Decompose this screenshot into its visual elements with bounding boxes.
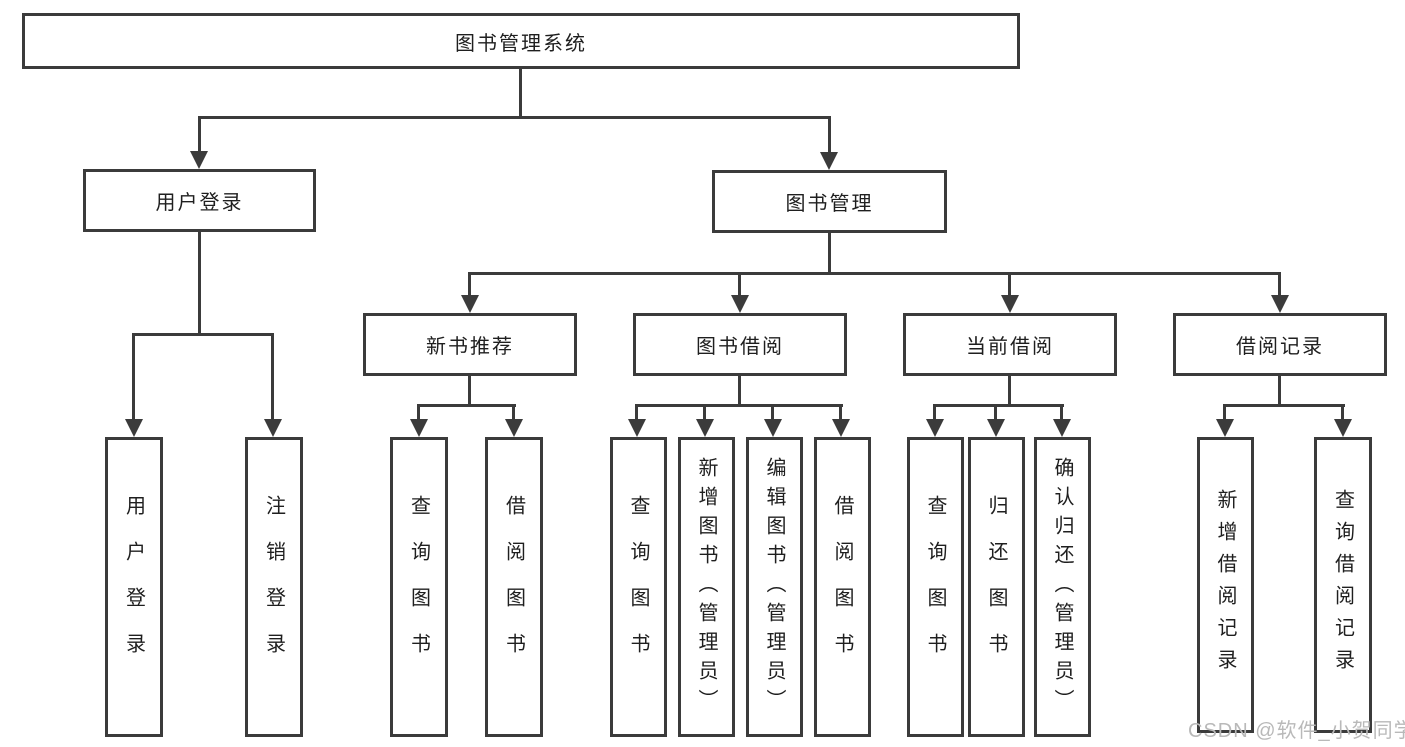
node-label: 当前借阅 [966, 336, 1054, 358]
connector-line [468, 272, 1281, 275]
connector-line [771, 404, 774, 421]
csdn-watermark: CSDN @软件_小贺同学 [1188, 720, 1405, 742]
connector-line [198, 232, 201, 335]
arrow-down-icon [125, 419, 143, 437]
node-leaf-logout: 注销登录 [245, 437, 303, 737]
connector-line [468, 376, 471, 406]
node-leaf-borrow-edit-admin: 编辑图书（管理员） [746, 437, 803, 737]
node-label: 注销登录 [262, 495, 285, 679]
node-current-borrow: 当前借阅 [903, 313, 1117, 376]
node-label: 图书管理 [785, 193, 874, 215]
connector-line [828, 233, 831, 274]
node-leaf-current-confirm-admin: 确认归还（管理员） [1034, 437, 1091, 737]
connector-line [1008, 376, 1011, 406]
arrow-down-icon [1271, 295, 1289, 313]
node-book-management: 图书管理 [712, 170, 947, 233]
arrow-down-icon [628, 419, 646, 437]
arrow-down-icon [987, 419, 1005, 437]
node-label: 借阅图书 [831, 495, 853, 679]
node-label: 编辑图书（管理员） [763, 456, 785, 718]
connector-line [635, 404, 638, 421]
node-label: 新增图书（管理员） [695, 456, 717, 718]
arrow-down-icon [926, 419, 944, 437]
connector-line [635, 404, 843, 407]
arrow-down-icon [190, 151, 208, 169]
connector-line [468, 272, 471, 297]
arrow-down-icon [1334, 419, 1352, 437]
node-label: 新增借阅记录 [1214, 489, 1236, 681]
connector-line [132, 333, 135, 419]
arrow-down-icon [264, 419, 282, 437]
node-user-login: 用户登录 [83, 169, 316, 232]
connector-line [132, 333, 274, 336]
node-label: 图书借阅 [696, 336, 784, 358]
connector-line [512, 404, 515, 421]
arrow-down-icon [696, 419, 714, 437]
connector-line [738, 272, 741, 297]
arrow-down-icon [505, 419, 523, 437]
connector-line [703, 404, 706, 421]
node-new-book-recommend: 新书推荐 [363, 313, 577, 376]
connector-line [519, 69, 522, 118]
connector-line [1008, 272, 1011, 297]
arrow-down-icon [461, 295, 479, 313]
node-label: 查询借阅记录 [1331, 489, 1354, 681]
connector-line [417, 404, 420, 421]
node-leaf-borrow-query: 查询图书 [610, 437, 667, 737]
connector-line [1223, 404, 1345, 407]
arrow-down-icon [1053, 419, 1071, 437]
node-leaf-current-return: 归还图书 [968, 437, 1025, 737]
node-borrow-records: 借阅记录 [1173, 313, 1387, 376]
node-leaf-borrow-add-admin: 新增图书（管理员） [678, 437, 735, 737]
node-label: 用户登录 [122, 495, 145, 679]
arrow-down-icon [410, 419, 428, 437]
node-leaf-newbook-query: 查询图书 [390, 437, 448, 737]
node-system-root: 图书管理系统 [22, 13, 1020, 69]
node-leaf-user-login: 用户登录 [105, 437, 163, 737]
node-book-borrow: 图书借阅 [633, 313, 847, 376]
node-leaf-records-add: 新增借阅记录 [1197, 437, 1254, 733]
node-label: 归还图书 [985, 495, 1007, 679]
arrow-down-icon [764, 419, 782, 437]
node-leaf-current-query: 查询图书 [907, 437, 964, 737]
node-label: 借阅记录 [1236, 336, 1324, 358]
node-label: 确认归还（管理员） [1051, 456, 1073, 718]
connector-line [828, 116, 831, 153]
connector-line [271, 333, 274, 419]
node-leaf-records-query: 查询借阅记录 [1314, 437, 1372, 733]
connector-line [933, 404, 936, 421]
connector-line [933, 404, 1064, 407]
connector-line [198, 116, 201, 152]
connector-line [839, 404, 842, 421]
connector-line [198, 116, 831, 119]
arrow-down-icon [1216, 419, 1234, 437]
connector-line [1278, 272, 1281, 297]
connector-line [1278, 376, 1281, 406]
arrow-down-icon [731, 295, 749, 313]
node-label: 新书推荐 [426, 336, 514, 358]
connector-line [1341, 404, 1344, 421]
connector-line [1060, 404, 1063, 421]
node-leaf-newbook-borrow: 借阅图书 [485, 437, 543, 737]
node-leaf-borrow-book: 借阅图书 [814, 437, 871, 737]
arrow-down-icon [1001, 295, 1019, 313]
arrow-down-icon [832, 419, 850, 437]
node-label: 查询图书 [924, 495, 946, 679]
node-label: 查询图书 [627, 495, 649, 679]
arrow-down-icon [820, 152, 838, 170]
connector-line [738, 376, 741, 406]
connector-line [994, 404, 997, 421]
node-label: 查询图书 [407, 495, 430, 679]
node-label: 图书管理系统 [455, 32, 587, 55]
node-label: 借阅图书 [502, 495, 525, 679]
node-label: 用户登录 [155, 192, 244, 214]
connector-line [417, 404, 516, 407]
connector-line [1223, 404, 1226, 421]
